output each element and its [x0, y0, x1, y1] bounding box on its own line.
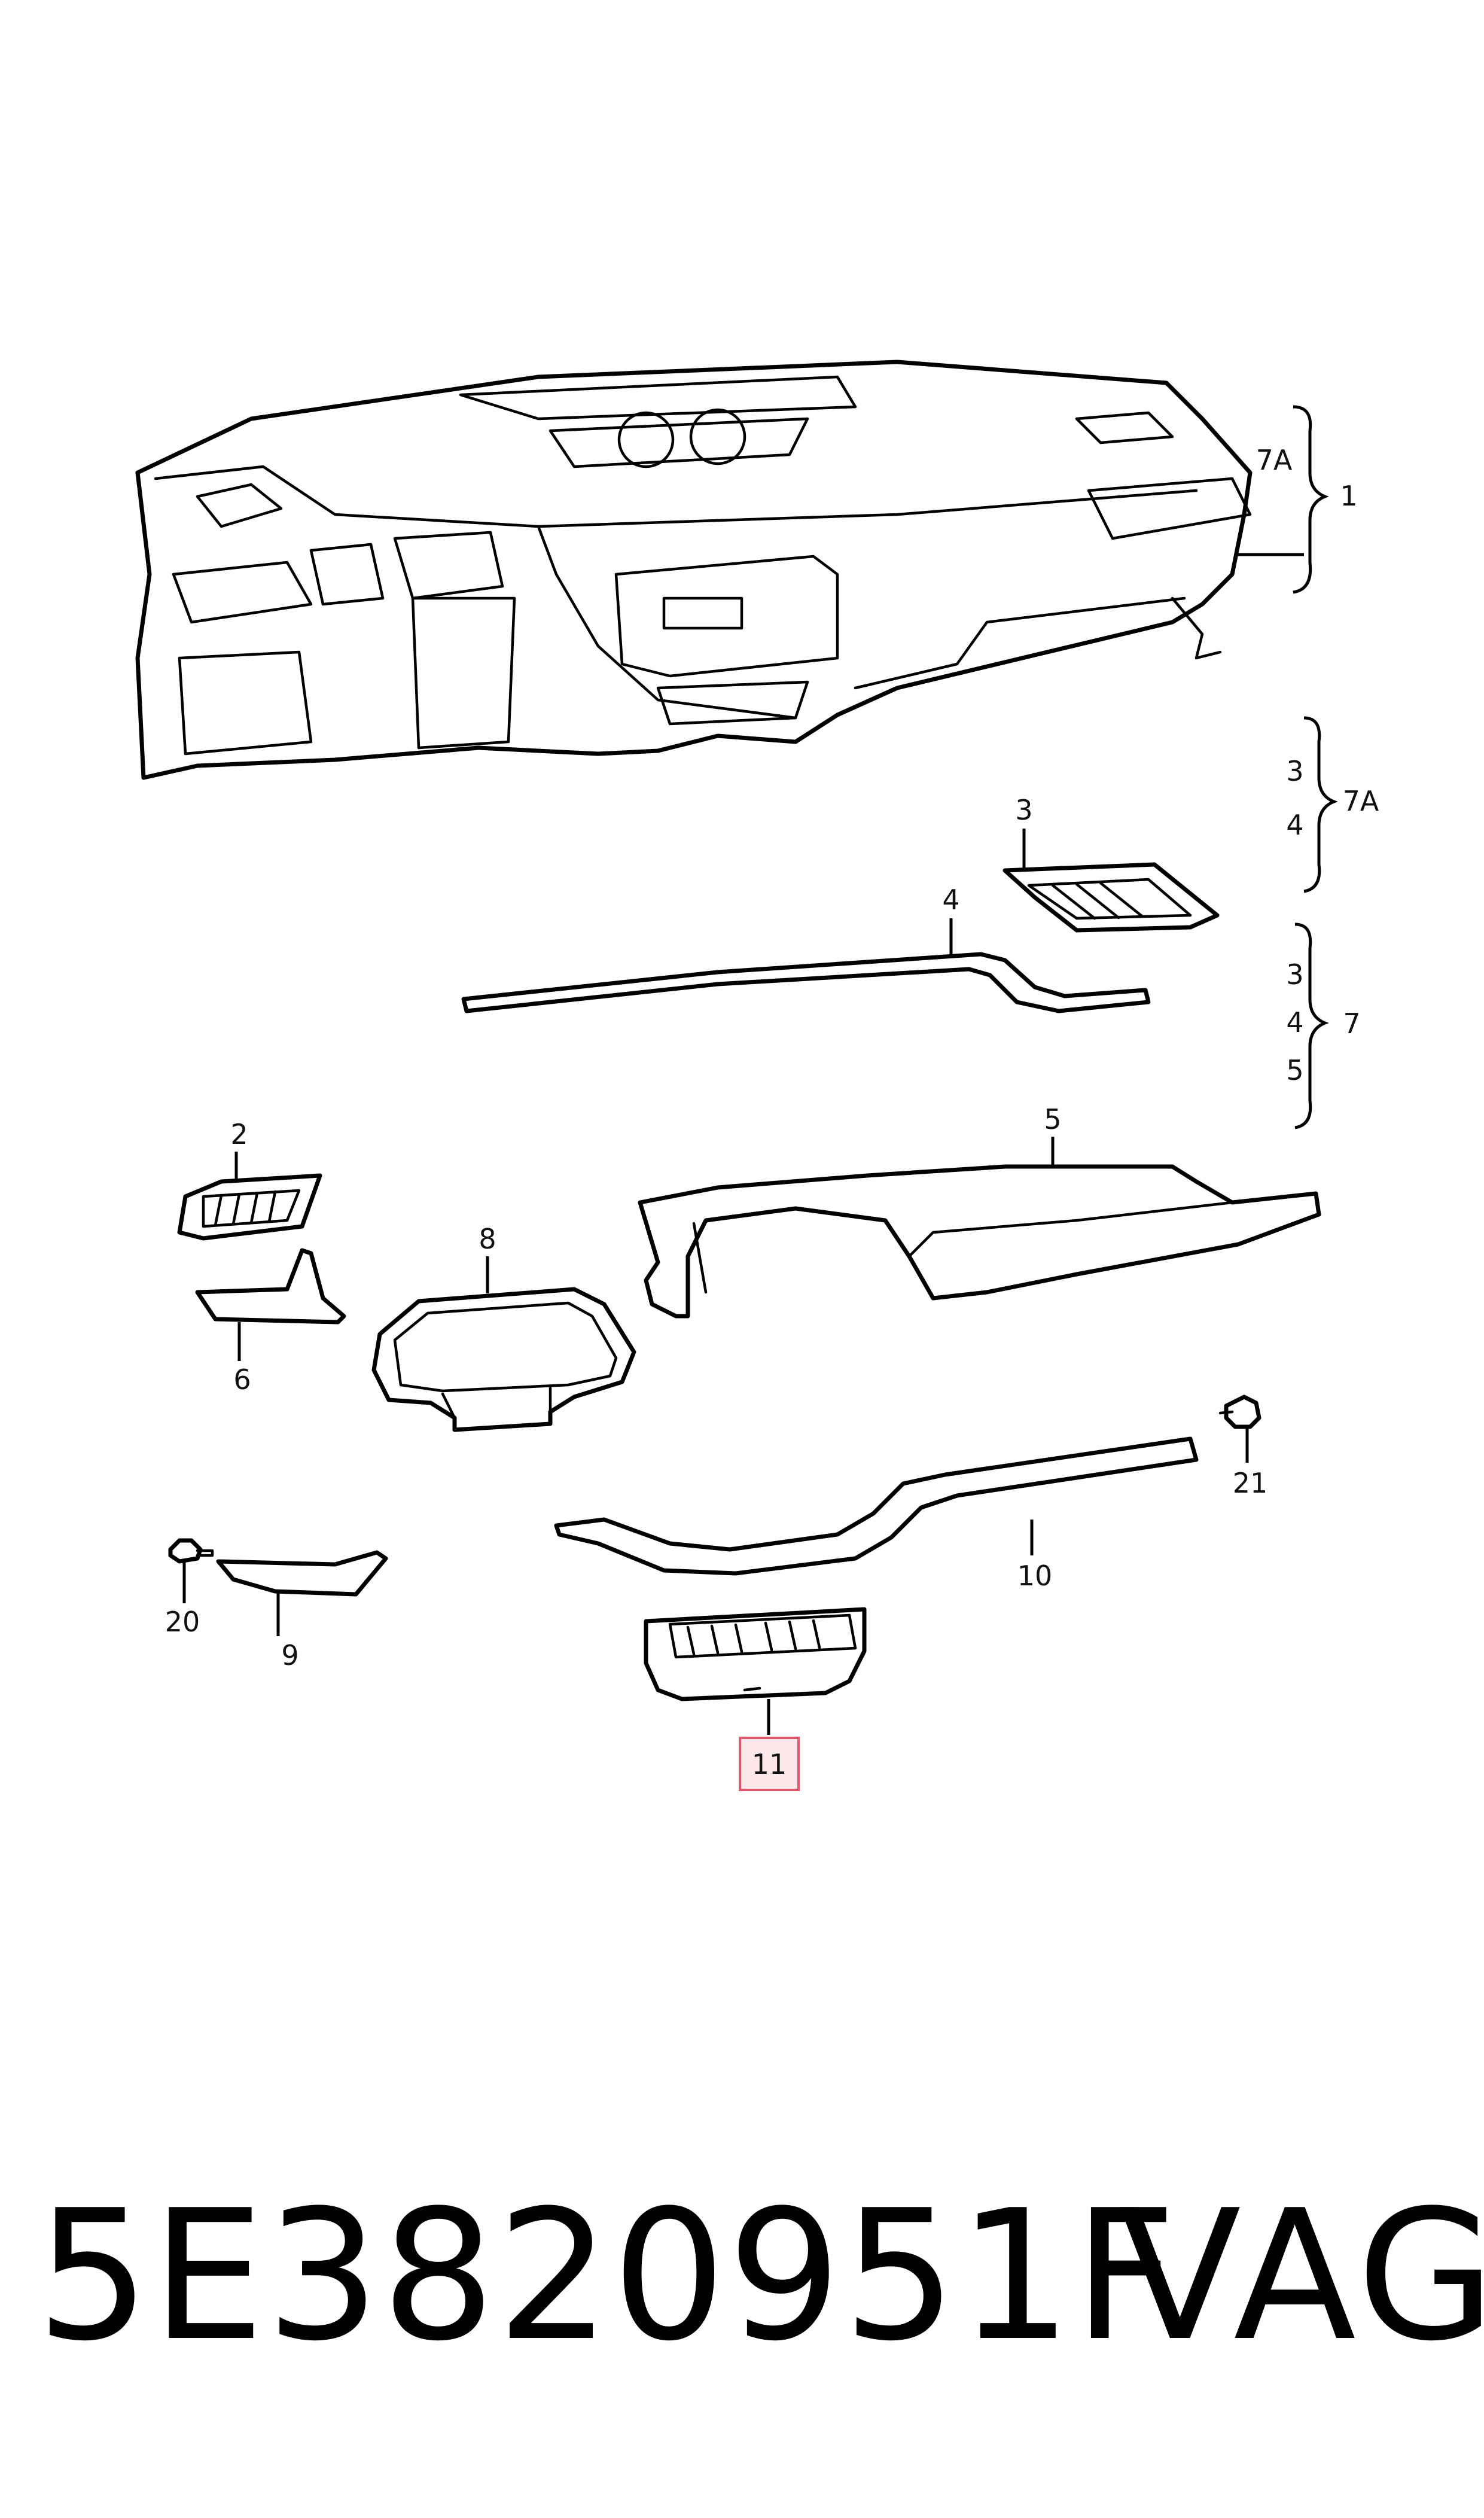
clip-20: [168, 1538, 214, 1564]
callout-3-group-7: 3: [1286, 958, 1303, 991]
callout-3-part: 3: [1015, 794, 1032, 826]
instrument-cluster-cowl: [371, 1287, 636, 1432]
callout-4-part: 4: [942, 884, 959, 916]
callout-10: 10: [1017, 1560, 1053, 1592]
callout-11-highlight: [739, 1737, 800, 1791]
brand-label: VAG: [1119, 2172, 1484, 2380]
callout-20: 20: [165, 1606, 200, 1638]
right-air-vent: [1002, 862, 1220, 933]
callout-1: 1: [1340, 480, 1357, 512]
callout-5-part: 5: [1044, 1103, 1061, 1135]
callout-2: 2: [230, 1118, 248, 1150]
lower-trim-strip: [554, 1436, 1199, 1576]
callout-6: 6: [233, 1363, 251, 1396]
callout-7a-mid: 7A: [1343, 785, 1379, 817]
callout-7: 7: [1343, 1007, 1360, 1040]
callout-labels: 7A 1 3 4 7A 3 4 3 4 5 7 2 5 8 6 21 10 20…: [165, 444, 1379, 1791]
callout-3-group-7a: 3: [1286, 755, 1303, 787]
callout-7a-top: 7A: [1256, 444, 1293, 476]
footer: 5E3820951F VAG: [0, 2178, 1484, 2375]
callout-4-group-7: 4: [1286, 1006, 1303, 1039]
callout-21: 21: [1233, 1467, 1268, 1499]
left-air-vent: [177, 1173, 322, 1241]
dash-upper-trim-panel: [638, 1164, 1321, 1319]
lower-left-trim-strip: [216, 1550, 388, 1597]
callout-9: 9: [281, 1639, 298, 1671]
callout-11: 11: [752, 1748, 787, 1780]
dashboard-assembly: [135, 360, 1253, 780]
upper-trim-strip: [461, 952, 1151, 1013]
left-corner-trim: [195, 1248, 346, 1325]
clip-21: [1218, 1395, 1261, 1429]
callout-8: 8: [479, 1223, 496, 1255]
callout-5-group-7: 5: [1286, 1054, 1303, 1086]
callout-4-group-7a: 4: [1286, 809, 1303, 841]
leader-lines: [182, 405, 1338, 1735]
part-number-label: 5E3820951F: [36, 2172, 1178, 2380]
center-air-vent: [644, 1607, 867, 1701]
